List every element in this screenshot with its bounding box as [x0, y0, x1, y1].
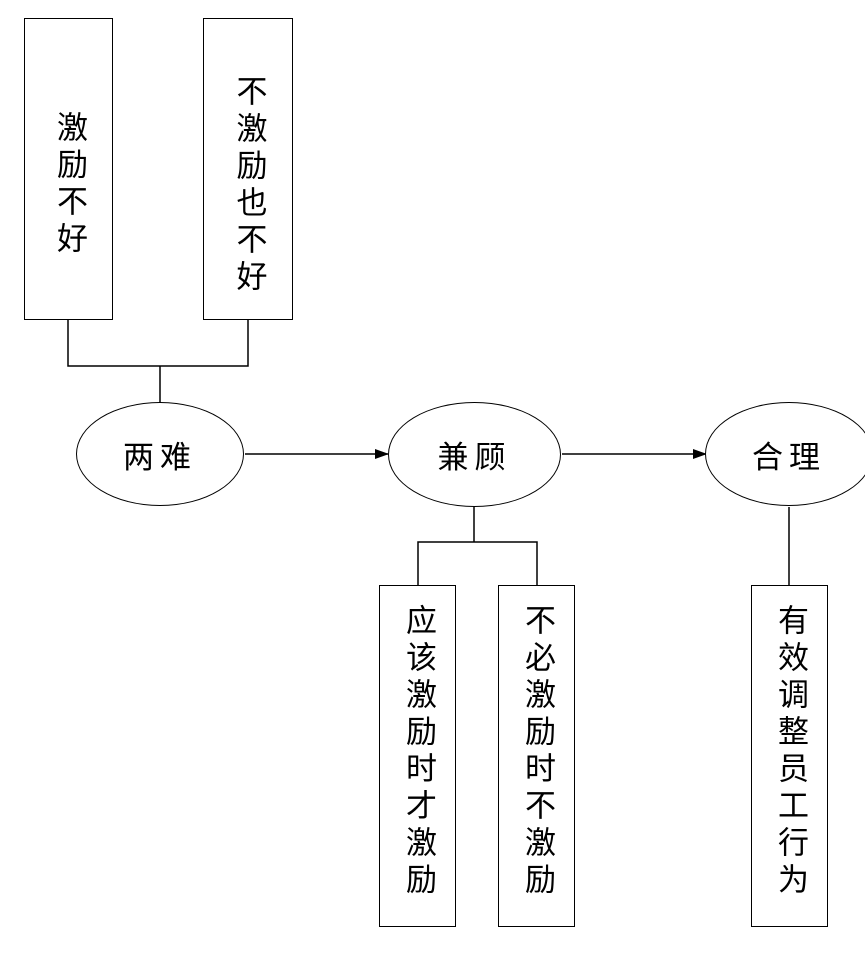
- box-incentive-bad-text: 激励不好: [51, 111, 87, 259]
- balance-bracket: [417, 541, 538, 585]
- box-no-incentive-bad: 不激励也不好: [203, 18, 293, 320]
- node-reasonable: 合理: [705, 402, 865, 506]
- box-effective-adjustment: 有效调整员工行为: [751, 585, 828, 927]
- box-no-incentive-when-unneeded: 不必激励时不激励: [498, 585, 575, 927]
- dilemma-bracket: [67, 320, 249, 367]
- node-dilemma: 两难: [76, 402, 244, 506]
- box-no-incentive-bad-text: 不激励也不好: [230, 75, 267, 297]
- box-incentivize-when-needed: 应该激励时才激励: [379, 585, 456, 927]
- box-incentive-bad: 激励不好: [24, 18, 113, 320]
- box-effective-adjustment-text: 有效调整员工行为: [772, 604, 808, 900]
- box-no-incentive-when-unneeded-text: 不必激励时不激励: [519, 604, 555, 900]
- node-reasonable-text: 合理: [752, 439, 826, 476]
- node-balance: 兼顾: [388, 402, 561, 507]
- box-incentivize-when-needed-text: 应该激励时才激励: [400, 604, 436, 900]
- node-dilemma-text: 两难: [123, 439, 197, 476]
- node-balance-text: 兼顾: [437, 440, 512, 476]
